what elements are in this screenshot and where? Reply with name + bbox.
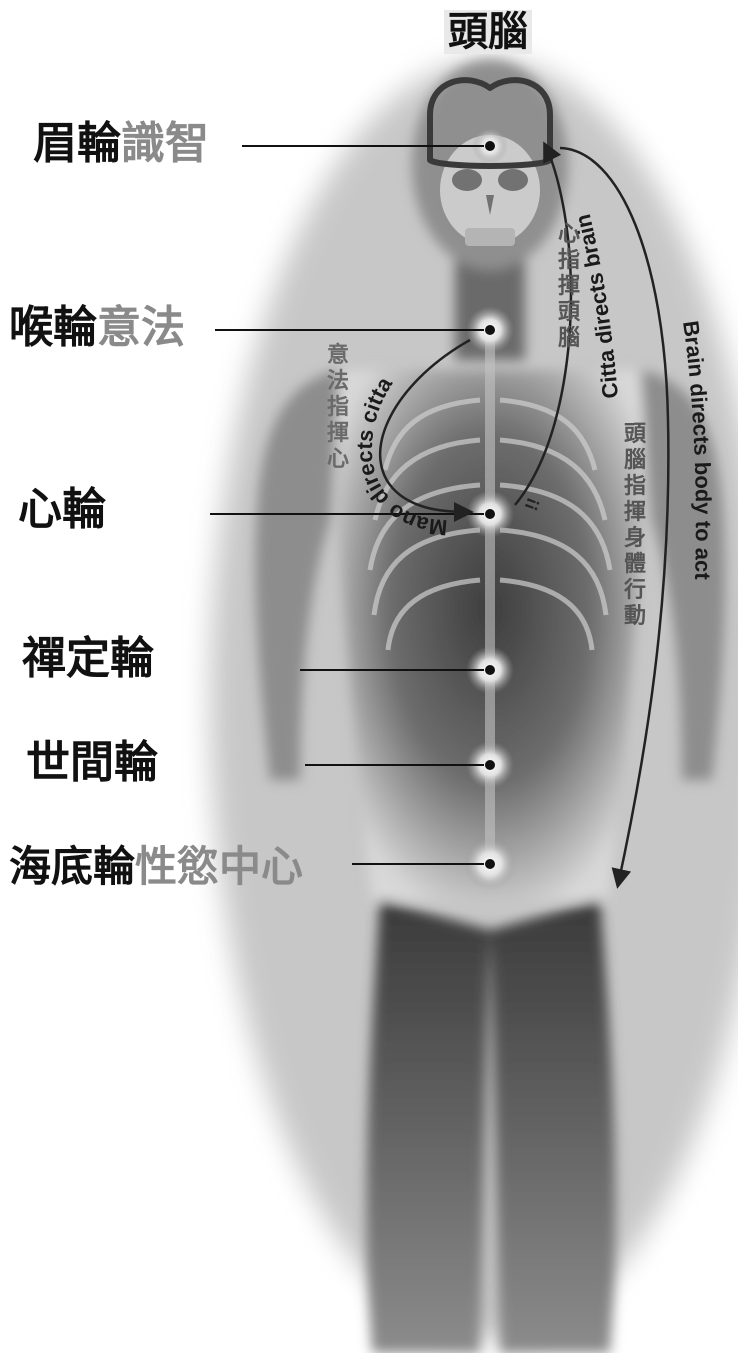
chakra-note-brow: 識智	[121, 118, 209, 169]
brain-directs-body-zh: 頭腦指揮身體行動	[623, 422, 647, 630]
dot-brow	[485, 141, 495, 151]
chakra-note-throat: 意法	[97, 302, 185, 353]
chakra-name-heart: 心輪	[18, 484, 106, 535]
chakra-label-brow: 眉輪識智	[33, 122, 209, 166]
chakra-name-throat: 喉輪	[9, 302, 97, 353]
dot-heart	[485, 509, 495, 519]
chakra-name-dhyana: 禪定輪	[22, 633, 154, 684]
page-title: 頭腦	[444, 10, 532, 54]
mano-directs-citta-zh: 意法指揮心	[326, 343, 350, 473]
chakra-note-root: 性慾中心	[135, 842, 303, 891]
chakra-label-root: 海底輪性慾中心	[9, 846, 303, 888]
dot-dhyana	[485, 665, 495, 675]
chakra-label-heart: 心輪	[18, 488, 106, 532]
chakra-label-throat: 喉輪意法	[9, 306, 185, 350]
dot-root	[485, 859, 495, 869]
dot-throat	[485, 325, 495, 335]
chakra-label-dhyana: 禪定輪	[22, 637, 154, 681]
chakra-name-root: 海底輪	[9, 842, 135, 891]
dot-worldly	[485, 760, 495, 770]
chakra-name-worldly: 世間輪	[26, 737, 158, 788]
citta-directs-brain-zh: 心指揮頭腦	[557, 222, 581, 352]
chakra-name-brow: 眉輪	[33, 118, 121, 169]
chakra-label-worldly: 世間輪	[26, 741, 158, 785]
